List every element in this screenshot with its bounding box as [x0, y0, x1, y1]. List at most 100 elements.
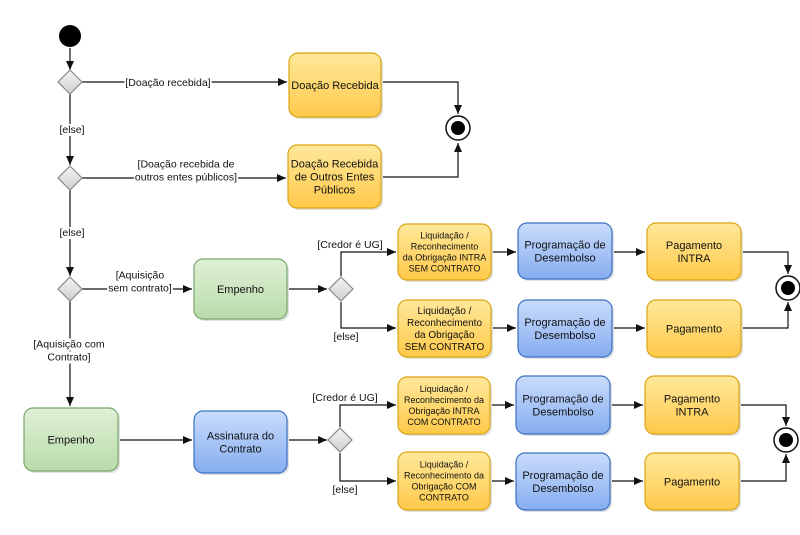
decision-node	[57, 165, 83, 191]
action-node-label: Reconhecimento	[407, 318, 482, 329]
guard-label: [Doação recebida]	[125, 77, 210, 89]
final-node-core	[781, 281, 795, 295]
action-node-empenho-1	[193, 258, 288, 320]
shapes-layer	[23, 25, 800, 512]
action-node-label: Programação de	[522, 470, 603, 482]
flow-arrow	[383, 81, 462, 114]
flow-arrow	[340, 302, 396, 332]
flow-arrow	[741, 404, 790, 426]
guard-label-background	[316, 239, 384, 251]
action-node-label: SEM CONTRATO	[409, 264, 481, 274]
action-node-label: Doação Recebida	[291, 158, 379, 170]
action-node-label: da Obrigação	[414, 330, 474, 341]
guard-label-background	[311, 392, 379, 404]
final-node-core	[779, 433, 793, 447]
action-node-label: Desembolso	[532, 483, 593, 495]
flow-arrow	[339, 401, 396, 427]
guard-label-background	[136, 158, 236, 171]
flow-arrow	[340, 248, 396, 276]
guard-label: sem contrato]	[108, 283, 172, 295]
action-node-label: Programação de	[524, 317, 605, 329]
action-node-label: de Outros Entes	[295, 171, 375, 183]
edges-layer	[66, 48, 792, 485]
flow-arrow	[741, 454, 790, 482]
action-node-label: INTRA	[676, 406, 710, 418]
action-node-label: INTRA	[678, 253, 712, 265]
guard-label: [else]	[333, 331, 358, 343]
flow-arrow	[339, 453, 396, 485]
guard-label-background	[58, 124, 86, 136]
action-node-doacao-outros	[287, 144, 382, 209]
guard-label: [else]	[59, 227, 84, 239]
action-node-label: Liquidação /	[420, 231, 469, 241]
action-node-label: Obrigação COM	[411, 482, 476, 492]
action-node-label: Liquidação /	[420, 384, 469, 394]
action-node-label: Liquidação /	[418, 306, 472, 317]
decision-node	[327, 427, 353, 453]
action-node-label: Contrato	[219, 443, 261, 455]
action-node-label: Doação Recebida	[291, 80, 379, 92]
guard-label: [Credor é UG]	[317, 239, 382, 251]
action-node-label: Pagamento	[664, 476, 720, 488]
action-node-liq-sem	[397, 299, 492, 358]
action-node-label: Assinatura do	[207, 430, 274, 442]
action-node-label: Empenho	[47, 434, 94, 446]
action-node-label: Públicos	[314, 184, 356, 196]
action-node-label: Programação de	[524, 239, 605, 251]
guard-label: Contrato]	[47, 352, 90, 364]
guard-label-background	[331, 484, 359, 496]
action-node-prog-2	[517, 299, 613, 358]
action-node-label: Reconhecimento	[411, 242, 479, 252]
decision-node	[328, 276, 354, 302]
initial-node	[59, 25, 81, 47]
action-node-label: COM CONTRATO	[407, 417, 480, 427]
guard-label-background	[332, 331, 360, 343]
action-node-label: Pagamento	[666, 240, 722, 252]
guard-label-background	[107, 282, 173, 295]
action-node-pag-intra-2	[644, 375, 740, 435]
final-node-core	[451, 121, 465, 135]
action-node-label: CONTRATO	[419, 493, 469, 503]
action-node-doacao-recebida	[288, 52, 382, 118]
action-node-liq-com	[397, 451, 491, 511]
flow-arrow	[743, 251, 792, 274]
action-node-prog-1	[517, 222, 613, 280]
guard-label-background	[46, 351, 92, 364]
action-node-empenho-2	[23, 407, 119, 472]
guard-label: outros entes públicos]	[135, 172, 237, 184]
guard-label-background	[124, 77, 212, 89]
guard-label: [else]	[59, 124, 84, 136]
action-node-label: Desembolso	[532, 406, 593, 418]
action-node-assinatura	[193, 410, 288, 474]
flow-arrow	[743, 302, 792, 329]
action-node-pag-2	[644, 452, 740, 511]
guard-label-background	[32, 338, 106, 351]
action-node-label: Desembolso	[534, 252, 595, 264]
guard-label: [Doação recebida de	[138, 159, 235, 171]
action-node-label: Empenho	[217, 284, 264, 296]
action-node-liq-intra-sem	[397, 223, 492, 281]
action-node-liq-intra-com	[397, 376, 491, 435]
action-node-label: Programação de	[522, 393, 603, 405]
decision-node	[57, 69, 83, 95]
action-node-label: Reconhecimento da	[404, 395, 484, 405]
guard-label: [else]	[332, 484, 357, 496]
guard-label: [Aquisição	[116, 270, 165, 282]
action-node-label: Pagamento	[664, 393, 720, 405]
action-node-label: Reconhecimento da	[404, 471, 484, 481]
action-node-label: da Obrigação INTRA	[403, 253, 487, 263]
action-node-label: SEM CONTRATO	[405, 342, 485, 353]
action-node-pag-intra-1	[646, 222, 742, 281]
guard-label: [Aquisição com	[33, 339, 104, 351]
action-node-label: Obrigação INTRA	[408, 406, 479, 416]
guard-label-background	[133, 171, 239, 184]
action-node-label: Pagamento	[666, 323, 722, 335]
action-node-prog-3	[515, 375, 611, 435]
flow-arrow	[383, 143, 462, 178]
action-node-label: Liquidação /	[420, 460, 469, 470]
decision-node	[57, 276, 83, 302]
action-node-pag-1	[646, 299, 742, 358]
action-node-prog-4	[515, 452, 611, 511]
guard-label: [Credor é UG]	[312, 392, 377, 404]
